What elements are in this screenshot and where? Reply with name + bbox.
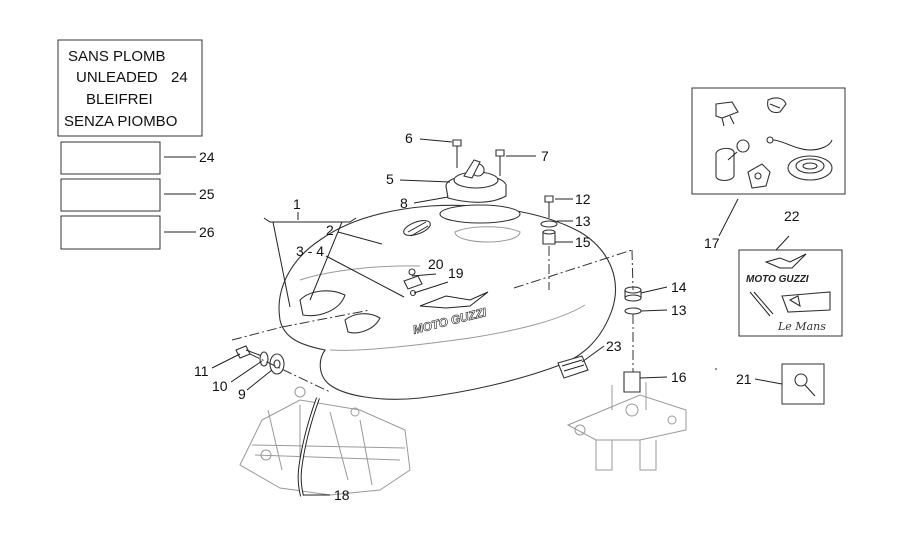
fuel-filler-cap [439,139,521,224]
decal-box-24: 24 [60,141,215,175]
callout-15: 15 [575,234,591,250]
callout-13-bottom: 13 [671,302,687,318]
callout-12: 12 [575,191,591,207]
tank-front-mount-hardware [540,195,642,315]
frame-outline [239,386,411,496]
rear-mount-bracket [566,371,687,471]
warning-line-4: SENZA PIOMBO [64,113,177,130]
callout-21: 21 [736,371,752,387]
decal-kit: MOTO GUZZI Le Mans [738,249,843,337]
callout-11: 11 [194,363,209,379]
callout-7: 7 [541,148,549,164]
warning-line-3: BLEIFREI [86,91,153,108]
callout-10: 10 [212,378,228,394]
callout-8: 8 [400,195,408,211]
callout-19: 19 [448,265,464,281]
callout-25: 25 [199,186,215,202]
key [781,363,825,405]
callout-1: 1 [293,196,301,212]
callout-18: 18 [334,487,350,503]
callout-20: 20 [428,256,444,272]
callout-9: 9 [238,386,246,402]
assembly-axis-lines [231,246,634,393]
callout-5: 5 [386,171,394,187]
warning-line-2: UNLEADED [76,69,158,86]
callout-22: 22 [784,208,800,224]
callout-24: 24 [199,149,215,165]
unleaded-warning-label: SANS PLOMB UNLEADED 24 BLEIFREI SENZA PI… [57,39,203,137]
callout-17: 17 [704,235,720,251]
callout-23: 23 [606,338,622,354]
warning-line-1: SANS PLOMB [68,48,166,65]
breather-hose [297,397,320,497]
decal-kit-logo-text: MOTO GUZZI [746,274,809,285]
callout-26: 26 [199,224,215,240]
warning-ref-number: 24 [171,69,188,86]
decal-kit-signature: Le Mans [777,320,826,333]
tank-rear-mount-hardware [235,345,285,375]
callout-6: 6 [405,130,413,146]
callout-13-top: 13 [575,213,591,229]
callout-3-4: 3 - 4 [296,243,324,259]
decal-box-26: 26 [60,215,215,250]
rubber-pad [557,355,589,379]
leader-lines [211,138,790,496]
callout-2: 2 [326,222,334,238]
callout-14: 14 [671,279,687,295]
decal-box-25: 25 [60,178,215,212]
callout-labels: 1 2 3 - 4 5 6 7 8 9 10 11 12 13 15 14 13… [194,130,800,503]
lock-set-kit [691,87,846,195]
callout-16: 16 [671,369,687,385]
fuel-tank: MOTO GUZZI [278,204,616,400]
